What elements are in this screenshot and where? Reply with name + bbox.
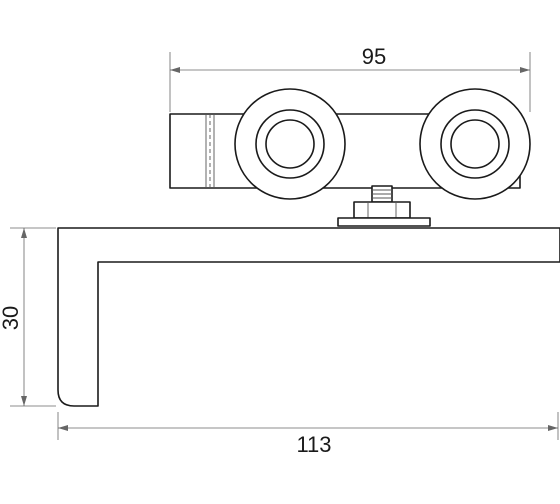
dimension-left-label: 30	[0, 306, 23, 330]
nut	[353, 201, 411, 219]
dimension-bottom: 113	[57, 412, 559, 457]
dimension-left: 30	[0, 227, 56, 407]
arrow-up-icon	[21, 228, 27, 238]
dimension-top-label: 95	[362, 44, 386, 69]
threaded-stud	[371, 185, 393, 203]
left-wheel	[234, 88, 346, 200]
arrow-right-icon	[520, 67, 530, 73]
base-plate	[337, 217, 431, 227]
right-wheel	[419, 88, 531, 200]
dimension-bottom-label: 113	[296, 432, 331, 457]
l-bracket	[57, 227, 560, 407]
arrow-left-icon	[170, 67, 180, 73]
arrow-left-icon	[58, 425, 68, 431]
arrow-down-icon	[21, 396, 27, 406]
arrow-right-icon	[548, 425, 558, 431]
roller-carriage	[169, 88, 531, 227]
dimension-top: 95	[169, 44, 531, 112]
